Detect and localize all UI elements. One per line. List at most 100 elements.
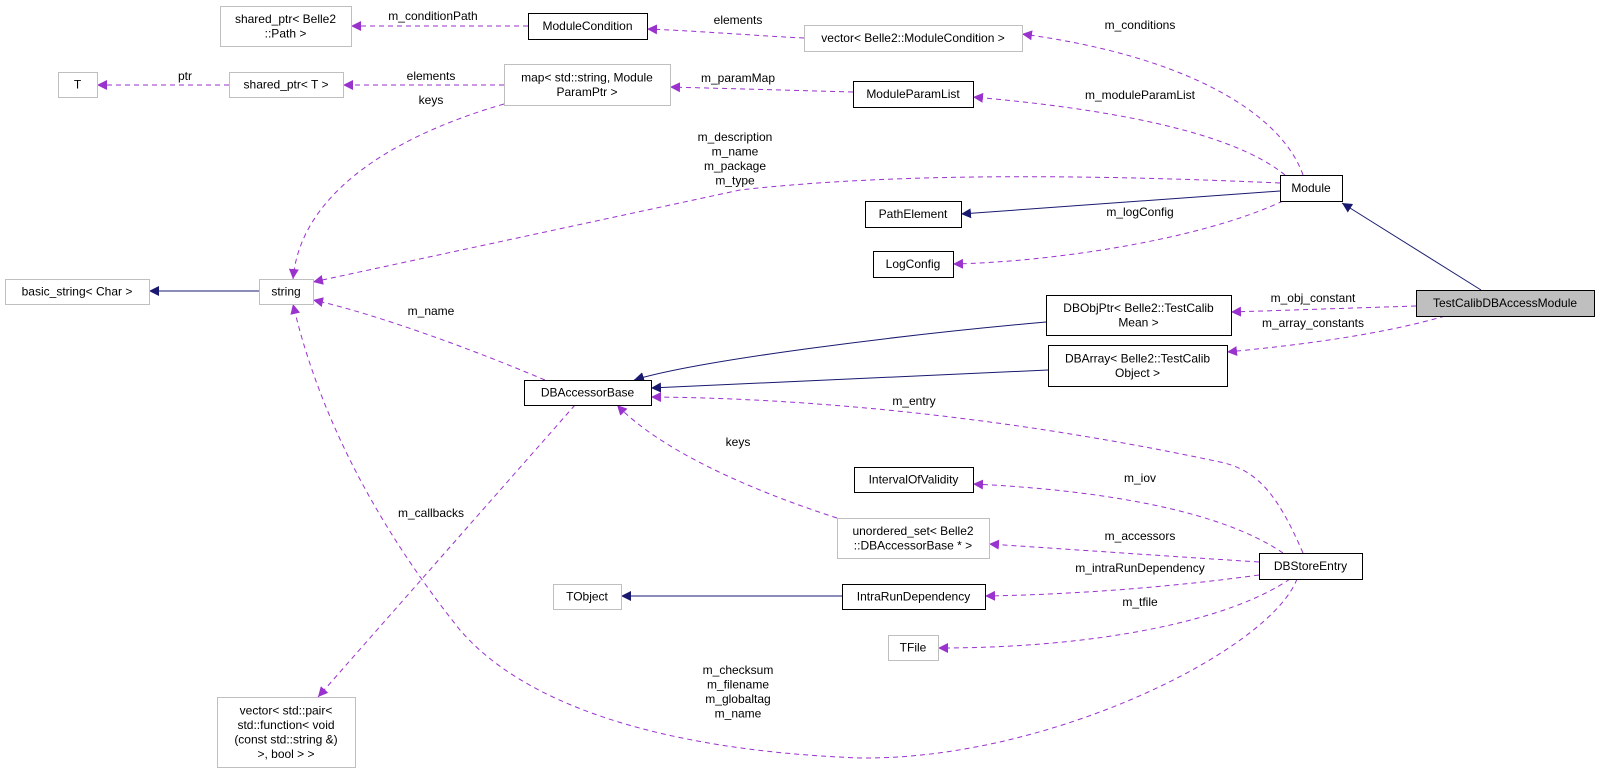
node-label: T [74, 78, 82, 92]
node-label: TFile [900, 641, 927, 655]
class-node-intra-run-dependency[interactable]: IntraRunDependency [842, 584, 986, 610]
inheritance-edge-dbobjptr-to-dbaccessorbase [633, 321, 1047, 382]
node-label: shared_ptr< Belle2 [235, 12, 336, 26]
node-label: DBArray< Belle2::TestCalib [1065, 351, 1210, 365]
usage-edge-map_param-to-string [288, 103, 505, 280]
edge-label: elements [714, 13, 763, 27]
node-box [837, 518, 990, 559]
node-label: string [271, 285, 300, 299]
class-node-dbaccessorbase[interactable]: DBAccessorBase [524, 380, 652, 406]
edge-label: m_array_constants [1262, 316, 1364, 330]
class-node-log-config[interactable]: LogConfig [873, 251, 954, 278]
class-node-string: string [259, 279, 314, 305]
node-label: ModuleParamList [866, 87, 960, 101]
usage-edge-dbstoreentry-to-interval_of_validity [972, 479, 1284, 554]
node-box [865, 201, 962, 228]
class-node-t: T [58, 72, 98, 98]
node-box [1259, 553, 1363, 580]
node-box [528, 13, 648, 40]
usage-edge-module-to-string [312, 176, 1281, 285]
edge-label: ptr [178, 69, 192, 83]
edge-label: keys [726, 435, 751, 449]
edge-label: keys [419, 93, 444, 107]
inheritance-edge-test_calib-to-module [1341, 202, 1482, 291]
edge-label: m_moduleParamList [1085, 88, 1196, 102]
node-label: PathElement [879, 207, 948, 221]
node-label: std::function< void [237, 718, 334, 732]
node-label: Mean > [1118, 315, 1158, 329]
node-label: ::DBAccessorBase * > [854, 538, 972, 552]
node-box [1046, 295, 1232, 336]
node-label: shared_ptr< T > [244, 78, 329, 92]
edge-label: m_conditionPath [388, 9, 477, 23]
node-box [229, 72, 344, 98]
edge-label: m_filename [707, 678, 769, 692]
edge-label: m_type [715, 174, 755, 188]
class-node-module-condition[interactable]: ModuleCondition [528, 13, 648, 40]
class-node-test-calib: TestCalibDBAccessModule [1416, 290, 1595, 317]
usage-edge-module-to-log_config [952, 200, 1284, 269]
usage-edge-dbstoreentry-to-tfile [937, 578, 1291, 653]
node-box [5, 279, 150, 305]
edge-label: m_checksum [703, 663, 774, 677]
node-label: Object > [1115, 366, 1160, 380]
class-node-dbstoreentry[interactable]: DBStoreEntry [1259, 553, 1363, 580]
usage-edge-test_calib-to-dbobjptr [1230, 305, 1417, 317]
usage-edge-dbaccessorbase-to-vector_pair [317, 404, 576, 698]
class-node-shared-ptr-t: shared_ptr< T > [229, 72, 344, 98]
edge-label: m_iov [1124, 471, 1156, 485]
node-box [220, 6, 352, 47]
edge-label: m_callbacks [398, 506, 464, 520]
node-label: TestCalibDBAccessModule [1433, 296, 1577, 310]
edge-label: m_accessors [1105, 529, 1176, 543]
node-label: LogConfig [886, 257, 941, 271]
node-box [888, 635, 939, 661]
usage-edge-module-to-module_param_list [972, 92, 1286, 176]
node-label: unordered_set< Belle2 [852, 524, 973, 538]
node-label: (const std::string &) [234, 732, 337, 746]
inheritance-edge-dbarray-to-dbaccessorbase [650, 369, 1049, 393]
usage-edge-dbaccessorbase-to-string [312, 297, 546, 381]
node-box [842, 584, 986, 610]
class-node-vector-module-condition: vector< Belle2::ModuleCondition > [804, 25, 1023, 52]
node-box [58, 72, 98, 98]
edge-label: m_intraRunDependency [1075, 561, 1204, 575]
nodes: shared_ptr< Belle2::Path > ModuleConditio… [5, 6, 1595, 768]
class-node-basic-string: basic_string< Char > [5, 279, 150, 305]
node-box [553, 584, 622, 610]
class-node-unordered-set: unordered_set< Belle2::DBAccessorBase * … [837, 518, 990, 559]
usage-edge-dbstoreentry-to-string [290, 303, 1298, 759]
node-box [854, 467, 974, 493]
class-node-path-element[interactable]: PathElement [865, 201, 962, 228]
class-node-module[interactable]: Module [1280, 175, 1343, 202]
node-box [873, 251, 954, 278]
node-label: map< std::string, Module [521, 70, 653, 84]
edge-label: m_conditions [1105, 18, 1176, 32]
usage-edge-vector_module_condition-to-module_condition [646, 24, 805, 39]
node-box [524, 380, 652, 406]
node-label: DBObjPtr< Belle2::TestCalib [1063, 301, 1214, 315]
edge-label: m_name [712, 145, 759, 159]
node-label: vector< std::pair< [240, 703, 333, 717]
edge-label: m_logConfig [1106, 205, 1173, 219]
edge-label: m_obj_constant [1271, 291, 1356, 305]
class-node-interval-of-validity[interactable]: IntervalOfValidity [854, 467, 974, 493]
edge-label: m_description [698, 130, 773, 144]
node-label: IntervalOfValidity [869, 473, 959, 487]
class-node-tfile: TFile [888, 635, 939, 661]
node-label: ::Path > [265, 26, 307, 40]
node-label: Module [1291, 181, 1331, 195]
usage-edge-unordered_set-to-dbaccessorbase [616, 404, 838, 519]
edge-label: m_package [704, 159, 766, 173]
node-label: DBStoreEntry [1274, 559, 1347, 573]
usage-edge-test_calib-to-dbarray [1226, 315, 1446, 357]
usage-edge-dbstoreentry-to-unordered_set [988, 539, 1260, 563]
node-box [853, 81, 974, 108]
class-node-tobject: TObject [553, 584, 622, 610]
class-node-module-param-list[interactable]: ModuleParamList [853, 81, 974, 108]
